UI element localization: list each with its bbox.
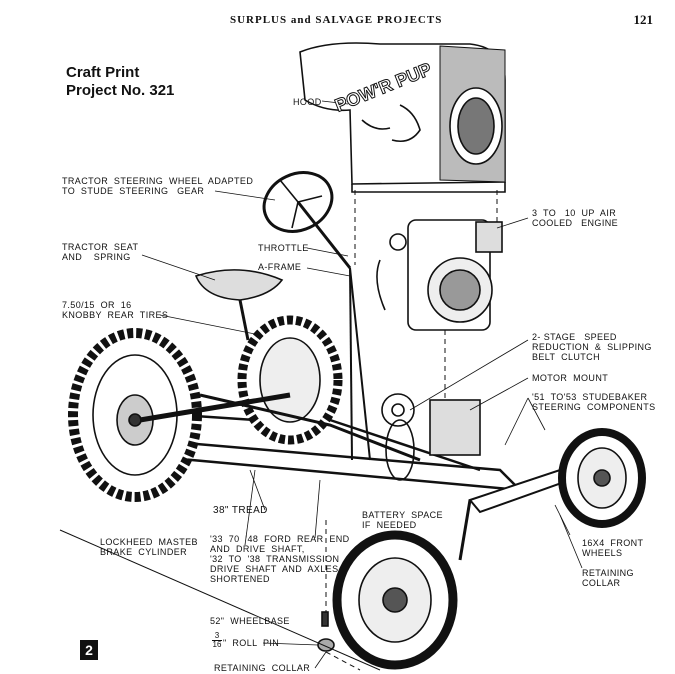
front-wheel-left — [332, 530, 458, 670]
engine-drawing — [376, 219, 503, 331]
page-number: 121 — [633, 12, 654, 27]
craft-print-line2: Project No. 321 — [66, 82, 175, 99]
explode-lines — [59, 190, 498, 671]
tractor-seat — [194, 269, 284, 341]
label-front-wheels: 16X4 FRONT WHEELS — [582, 538, 644, 558]
label-tread: 38" TREAD — [213, 505, 268, 516]
label-motor-mount: MOTOR MOUNT — [532, 373, 609, 383]
drive-shaft — [199, 393, 421, 462]
label-ford-rear-end: '33 70 '48 FORD REAR END AND DRIVE SHAFT… — [210, 534, 350, 584]
label-battery-space: BATTERY SPACE IF NEEDED — [362, 510, 443, 530]
label-steering-wheel: TRACTOR STEERING WHEEL ADAPTED TO STUDE … — [62, 176, 254, 196]
craft-print-title: Craft Print Project No. 321 — [66, 64, 174, 100]
label-studebaker: '51 TO'53 STUDEBAKER STEERING COMPONENTS — [532, 392, 656, 412]
hood — [299, 42, 506, 193]
label-hood: HOOD — [293, 97, 322, 107]
fraction-numerator: 3 — [212, 632, 222, 641]
label-brake-cylinder: LOCKHEED MASTEB BRAKE CYLINDER — [100, 537, 198, 557]
roll-pin-parts — [317, 611, 335, 652]
label-throttle: THROTTLE — [258, 243, 309, 253]
belt-pulleys — [381, 393, 415, 481]
running-head: SURPLUS and SALVAGE PROJECTS — [230, 14, 443, 26]
label-a-frame: A-FRAME — [258, 262, 302, 272]
label-tractor-seat: TRACTOR SEAT AND SPRING — [62, 242, 139, 262]
label-speed-reduction: 2- STAGE SPEED REDUCTION & SLIPPING BELT… — [532, 332, 652, 362]
label-wheelbase: 52" WHEELBASE — [210, 616, 290, 626]
label-retaining-collar-right: RETAINING COLLAR — [582, 568, 634, 588]
front-wheel-right — [558, 428, 646, 528]
craft-print-line1: Craft Print — [66, 64, 140, 81]
label-retaining-collar-bottom: RETAINING COLLAR — [214, 663, 311, 673]
fraction-denominator: 16 — [212, 640, 222, 649]
figure-number-badge: 2 — [80, 640, 98, 660]
label-roll-pin: " ROLL PIN — [223, 638, 280, 648]
leader-lines — [141, 100, 583, 669]
label-engine: 3 TO 10 UP AIR COOLED ENGINE — [532, 208, 619, 228]
roll-pin-fraction: 3 16 — [212, 632, 222, 649]
rear-tire-left — [68, 328, 202, 502]
steering-wheel — [262, 171, 352, 269]
label-rear-tires: 7.50/15 OR 16 KNOBBY REAR TIRES — [62, 300, 169, 320]
rear-axle — [139, 392, 291, 423]
